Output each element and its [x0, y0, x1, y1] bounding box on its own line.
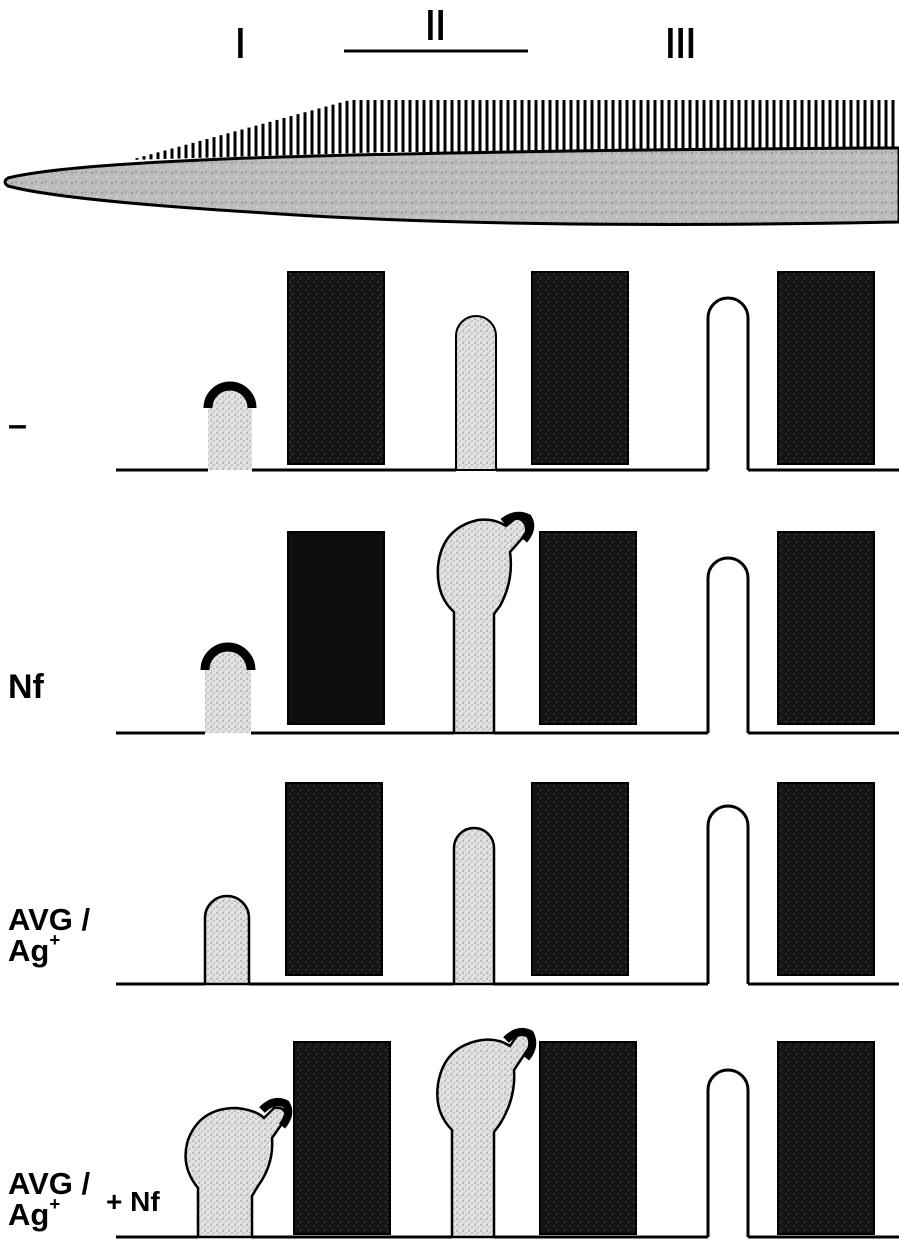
row-label-control: –: [8, 408, 27, 442]
epidermal-cell: [294, 1042, 390, 1234]
epidermal-cell: [532, 272, 628, 464]
row-label-line: Ag+: [8, 935, 90, 966]
row-avg-ag: [116, 783, 899, 984]
root-hair-long: [708, 558, 748, 733]
row-avg-ag-nf: [116, 1032, 899, 1237]
row-label-avg-ag: AVG / Ag+: [8, 904, 90, 966]
epidermal-cell: [778, 532, 874, 724]
epidermal-cell: [532, 783, 628, 975]
epidermal-cell: [288, 272, 384, 464]
root-hair-long: [708, 298, 748, 470]
row-label-avg-ag-nf: AVG / Ag+: [8, 1168, 90, 1230]
zone-label-i: I: [236, 22, 246, 66]
epidermal-cell: [540, 1042, 636, 1234]
epidermal-cell: [288, 532, 384, 724]
epidermal-cell: [778, 1042, 874, 1234]
row-nf: [116, 516, 899, 733]
root-hair-swollen-branched: [438, 518, 526, 733]
epidermal-cell: [778, 783, 874, 975]
root-hair-long: [708, 1070, 748, 1237]
epidermal-cell: [286, 783, 382, 975]
root-hair-medium: [454, 828, 494, 984]
epidermal-cell: [778, 272, 874, 464]
root-hair-medium: [456, 316, 496, 470]
root-hair-long: [708, 806, 748, 984]
root-hair-swollen-branched: [186, 1108, 286, 1237]
row-control: [116, 272, 899, 470]
zone-label-iii: III: [666, 22, 697, 66]
row-label-nf: Nf: [8, 670, 44, 704]
root-body: [5, 148, 899, 224]
row-label-suffix: + Nf: [106, 1188, 160, 1216]
zone-label-ii: II: [426, 4, 446, 48]
row-label-line: Ag+: [8, 1199, 90, 1230]
root-hair-swollen-branched: [437, 1034, 530, 1237]
root-hair-short: [205, 896, 249, 984]
epidermal-cell: [540, 532, 636, 724]
